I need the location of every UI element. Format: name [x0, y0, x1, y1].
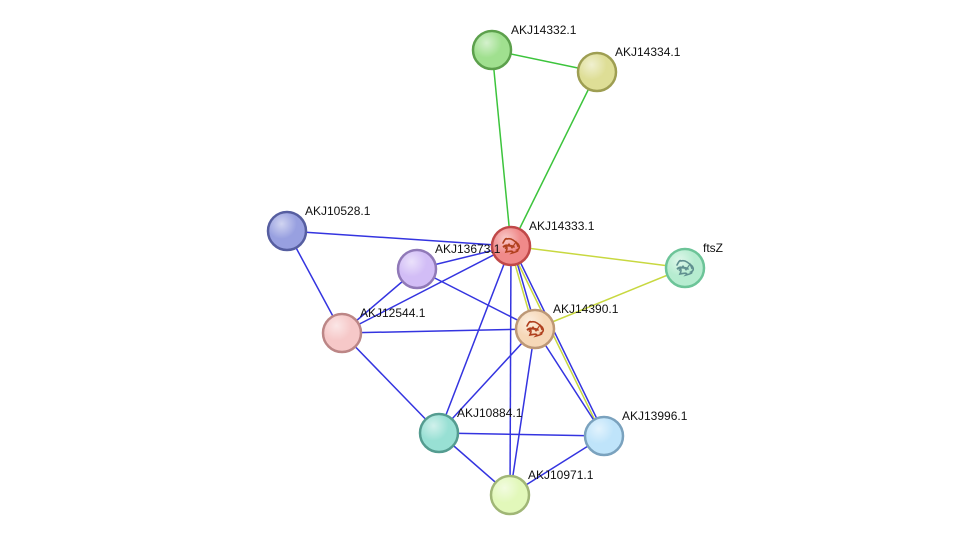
node-akj13996-1[interactable]: AKJ13996.1 [583, 409, 688, 457]
node-label: AKJ14334.1 [615, 45, 681, 59]
edge-n_10528-n_14333-blue [286, 230, 512, 247]
node-highlight [474, 32, 510, 68]
protein-structure-icon [676, 259, 695, 277]
node-akj14333-1[interactable]: AKJ14333.1 [490, 219, 595, 267]
node-label: AKJ14333.1 [529, 219, 595, 233]
node-akj10884-1[interactable]: AKJ10884.1 [418, 406, 523, 454]
node-highlight [579, 54, 615, 90]
node-highlight [324, 315, 360, 351]
node-label: AKJ10528.1 [305, 204, 371, 218]
node-label: AKJ13673.1 [435, 242, 501, 256]
node-label: AKJ10971.1 [528, 468, 594, 482]
node-highlight [492, 477, 528, 513]
node-label: AKJ12544.1 [360, 306, 426, 320]
protein-structure-icon [502, 237, 521, 255]
protein-structure-icon [526, 320, 545, 338]
edge-n_10884-n_13996-blue [438, 432, 605, 437]
edge-n_12544-n_14390-blue [341, 328, 536, 334]
node-highlight [586, 418, 622, 454]
edge-n_14333-n_12544-blue [341, 245, 512, 334]
edge-n_14334-n_14333-green [510, 71, 598, 247]
node-label: AKJ14390.1 [553, 302, 619, 316]
edge-n_12544-n_10884-blue [341, 332, 440, 434]
edge-n_14333-n_ftsZ-yellow [510, 245, 686, 269]
node-akj10528-1[interactable]: AKJ10528.1 [266, 204, 371, 252]
node-akj12544-1[interactable]: AKJ12544.1 [321, 306, 426, 354]
edge-n_14333-n_10971-blue [509, 245, 512, 496]
edge-n_14333-n_13996-blue [511, 245, 606, 436]
edge-n_14333-n_13996-yellow [509, 246, 604, 437]
node-label: ftsZ [703, 241, 723, 255]
node-label: AKJ14332.1 [511, 23, 577, 37]
node-ftsz[interactable]: ftsZ [664, 241, 723, 289]
node-label: AKJ10884.1 [457, 406, 523, 420]
edges-layer [286, 49, 686, 496]
edge-n_14390-n_10971-blue [509, 328, 536, 496]
edge-n_13673-n_14390-blue [416, 268, 536, 330]
nodes-layer: AKJ14332.1AKJ14334.1AKJ10528.1AKJ14333.1… [266, 23, 723, 516]
node-highlight [399, 251, 435, 287]
edge-n_14332-n_14333-green [491, 49, 512, 247]
edge-n_ftsZ-n_14390-yellow [534, 267, 686, 330]
node-akj14390-1[interactable]: AKJ14390.1 [514, 302, 619, 350]
node-highlight [421, 415, 457, 451]
node-label: AKJ13996.1 [622, 409, 688, 423]
edge-n_14333-n_10884-blue [438, 245, 512, 434]
node-akj10971-1[interactable]: AKJ10971.1 [489, 468, 594, 516]
edge-n_14390-n_10884-blue [438, 328, 536, 434]
edge-n_14390-n_13996-blue [534, 328, 605, 437]
node-highlight [269, 213, 305, 249]
node-akj13673-1[interactable]: AKJ13673.1 [396, 242, 501, 290]
node-akj14332-1[interactable]: AKJ14332.1 [471, 23, 577, 71]
node-akj14334-1[interactable]: AKJ14334.1 [576, 45, 681, 93]
